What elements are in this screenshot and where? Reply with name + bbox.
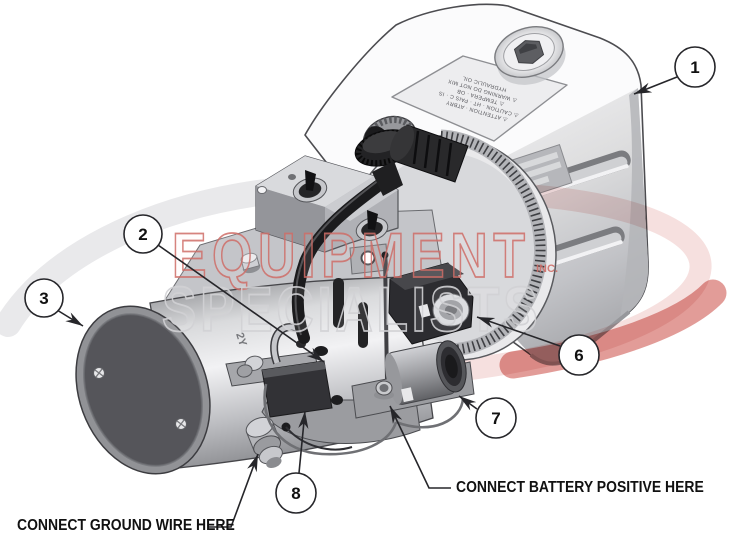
leader-ground [209,453,259,528]
leader-2 [157,244,325,363]
battery-positive-stud [374,380,394,400]
callout-8: 8 [275,472,317,514]
cable-boot [372,161,403,196]
motor-end-cap [75,305,211,475]
bracket-tab [349,243,389,275]
swoosh-red-crescent [499,279,727,379]
motor-screw [175,418,187,430]
leader-battery [389,405,451,489]
hose-clamp-ribs [440,130,546,355]
callout-2-number: 2 [138,225,147,244]
watermark-line1: EQUIPMENT [172,221,531,291]
terminal-boot [333,278,344,328]
leader-8 [298,410,309,474]
hose [263,383,398,456]
battery-positive-label: CONNECT BATTERY POSITIVE HERE [456,479,704,496]
callout-1-number: 1 [690,58,699,77]
manifold-dot [288,174,296,180]
valve-tag [418,303,431,318]
callout-7: 7 [475,397,517,439]
callout-3: 3 [24,278,64,318]
callout-1: 1 [674,46,716,88]
callout-6: 6 [558,334,600,376]
callout-3-number: 3 [39,289,48,308]
hydraulic-power-unit: ⚠ ATTENTION · ATBRY ⚠ CAUTION · HT · PAI… [75,3,727,475]
leader-1 [633,76,678,95]
manifold-port-2 [355,210,389,241]
adapter-bolt [240,252,261,274]
solenoid-cap [314,346,328,356]
callout-6-number: 6 [574,346,583,365]
callout-7-number: 7 [491,409,500,428]
motor-marking: 2Y [233,331,249,348]
watermark: EQUIPMENT SPECIALISTS INC. [161,220,558,346]
terminal-boot [358,302,368,348]
ground-wire [285,426,353,451]
watermark-line2: SPECIALISTS [162,275,541,345]
callout-badges: 1 2 3 6 7 8 [24,46,716,514]
callout-2: 2 [123,214,163,254]
callout-8-number: 8 [291,484,300,503]
stud-bolt-head [381,251,389,259]
leader-7 [458,395,478,411]
ground-stud [245,416,283,468]
power-cable [291,124,469,344]
leader-3 [56,309,84,327]
ground-wire-label: CONNECT GROUND WIRE HERE [17,517,235,534]
manifold-port-1 [292,170,328,203]
leader-lines [56,76,678,528]
pickup-loop [271,324,301,364]
filler-cap [494,26,566,85]
solenoid-cap [331,395,343,405]
solenoid-stud [236,355,264,378]
valve-block [388,262,474,345]
coil-tag [401,387,414,403]
coil [384,340,467,405]
motor-screw [93,367,105,379]
leader-6 [476,316,561,347]
watermark-suffix: INC. [536,263,558,275]
manifold-hole [257,186,267,194]
